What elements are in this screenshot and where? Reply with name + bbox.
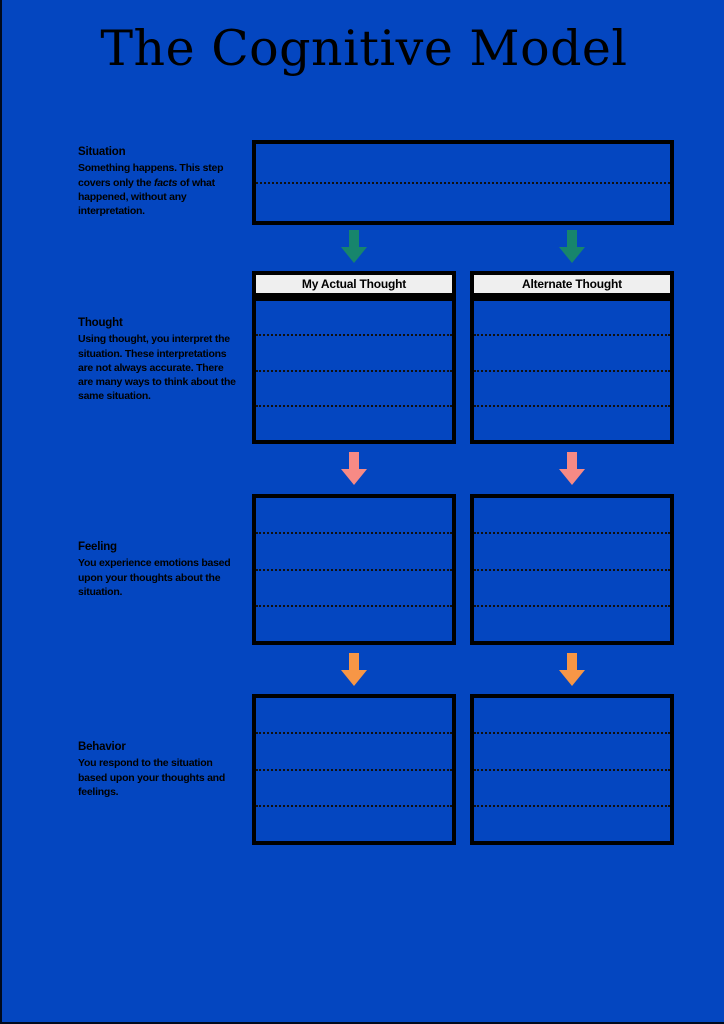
writing-line (256, 807, 452, 841)
feeling-entry-box-alternate[interactable] (470, 494, 674, 645)
writing-line (474, 698, 670, 735)
thought-entry-box-actual[interactable] (252, 297, 456, 444)
thought-entry-box-alternate[interactable] (470, 297, 674, 444)
writing-line (256, 407, 452, 440)
description-body-thought: Using thought, you interpret the situati… (78, 333, 236, 403)
arrow-down-icon-feeling-to-behavior-alternate (557, 653, 587, 687)
writing-line (256, 301, 452, 337)
writing-line (256, 607, 452, 641)
writing-line (474, 407, 670, 440)
description-emphasis-facts: facts (153, 176, 178, 189)
behavior-entry-box-actual[interactable] (252, 694, 456, 845)
writing-lines (256, 301, 452, 440)
description-heading-situation: Situation (78, 146, 126, 158)
description-body-feeling: You experience emotions based upon your … (78, 557, 231, 598)
arrow-down-icon-thought-to-feeling-actual (339, 452, 369, 486)
description-text-part-2: of what happened, without any interpreta… (78, 176, 215, 217)
writing-lines (256, 498, 452, 641)
writing-lines (474, 698, 670, 841)
writing-line (256, 336, 452, 372)
situation-entry-box[interactable] (252, 140, 674, 225)
description-thought: Thought Using thought, you interpret the… (78, 316, 238, 403)
writing-lines (256, 698, 452, 841)
writing-line (474, 336, 670, 372)
description-feeling: Feeling You experience emotions based up… (78, 540, 238, 599)
writing-line (256, 771, 452, 807)
writing-line (474, 571, 670, 607)
writing-line (256, 144, 670, 184)
writing-line (256, 571, 452, 607)
description-body-situation: Something happens. This step covers only… (78, 161, 238, 218)
description-behavior: Behavior You respond to the situation ba… (78, 740, 238, 799)
description-heading-feeling: Feeling (78, 541, 117, 553)
column-header-alternate-thought: Alternate Thought (470, 271, 674, 297)
description-body-behavior: You respond to the situation based upon … (78, 757, 225, 798)
description-text-part-1: Something happens. This step covers only… (78, 162, 224, 189)
arrow-down-icon-situation-to-thought-alternate (557, 230, 587, 264)
writing-line (474, 807, 670, 841)
feeling-entry-box-actual[interactable] (252, 494, 456, 645)
arrow-down-icon-feeling-to-behavior-actual (339, 653, 369, 687)
behavior-entry-box-alternate[interactable] (470, 694, 674, 845)
page-title: The Cognitive Model (100, 20, 628, 77)
writing-lines (256, 144, 670, 221)
writing-line (256, 534, 452, 571)
writing-line (256, 734, 452, 771)
writing-line (474, 301, 670, 337)
writing-line (474, 607, 670, 641)
writing-line (256, 184, 670, 222)
description-situation: Situation Something happens. This step c… (78, 145, 238, 218)
writing-line (474, 734, 670, 771)
arrow-down-icon-situation-to-thought-actual (339, 230, 369, 264)
writing-line (474, 771, 670, 807)
writing-line (256, 498, 452, 535)
writing-line (474, 372, 670, 407)
writing-lines (474, 301, 670, 440)
description-heading-thought: Thought (78, 317, 123, 329)
column-header-my-actual-thought: My Actual Thought (252, 271, 456, 297)
writing-line (256, 698, 452, 735)
writing-line (256, 372, 452, 407)
writing-lines (474, 498, 670, 641)
arrow-down-icon-thought-to-feeling-alternate (557, 452, 587, 486)
writing-line (474, 534, 670, 571)
writing-line (474, 498, 670, 535)
description-heading-behavior: Behavior (78, 741, 126, 753)
